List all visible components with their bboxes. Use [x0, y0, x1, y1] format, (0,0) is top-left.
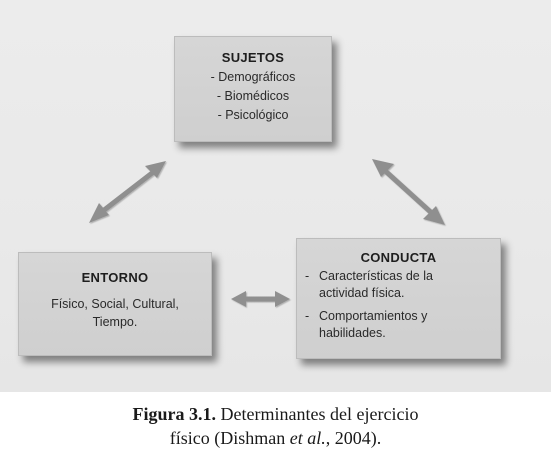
sujetos-title: SUJETOS: [221, 50, 285, 65]
arrow-sujetos-entorno: [89, 161, 166, 223]
conducta-item: - Comportamientos y habilidades.: [305, 308, 490, 342]
caption-text: , 2004).: [325, 428, 382, 448]
entorno-box: ENTORNO Físico, Social, Cultural, Tiempo…: [18, 252, 212, 356]
figure-label: Figura 3.1.: [132, 404, 217, 424]
list-dash: -: [305, 309, 310, 323]
conducta-item: - Características de la actividad física…: [305, 268, 490, 302]
conducta-item-line: actividad física.: [319, 286, 405, 300]
figure-caption: Figura 3.1. Determinantes del ejercicio …: [0, 402, 551, 450]
caption-line-1: Figura 3.1. Determinantes del ejercicio: [0, 402, 551, 426]
caption-italic: et al.: [289, 428, 326, 448]
sujetos-item: - Demográficos: [210, 70, 296, 84]
conducta-item-line: Características de la: [319, 269, 433, 283]
conducta-item-line: Comportamientos y: [319, 309, 428, 323]
sujetos-box: SUJETOS - Demográficos - Biomédicos - Ps…: [174, 36, 332, 142]
caption-text: Determinantes del ejercicio: [216, 404, 419, 424]
list-dash: -: [305, 269, 310, 283]
conducta-box: CONDUCTA - Características de la activid…: [296, 238, 501, 359]
sujetos-item: - Biomédicos: [216, 89, 290, 103]
conducta-title: CONDUCTA: [360, 250, 437, 265]
entorno-line: Tiempo.: [92, 315, 138, 329]
caption-text: físico (Dishman: [169, 428, 290, 448]
relationship-arrows: [89, 159, 445, 307]
sujetos-item: - Psicológico: [217, 108, 289, 122]
entorno-line: Físico, Social, Cultural,: [51, 297, 179, 311]
entorno-title: ENTORNO: [81, 270, 149, 285]
arrow-sujetos-conducta: [372, 159, 445, 225]
caption-line-2: físico (Dishman et al., 2004).: [0, 426, 551, 450]
arrow-entorno-conducta: [231, 291, 290, 307]
conducta-item-line: habilidades.: [319, 326, 386, 340]
